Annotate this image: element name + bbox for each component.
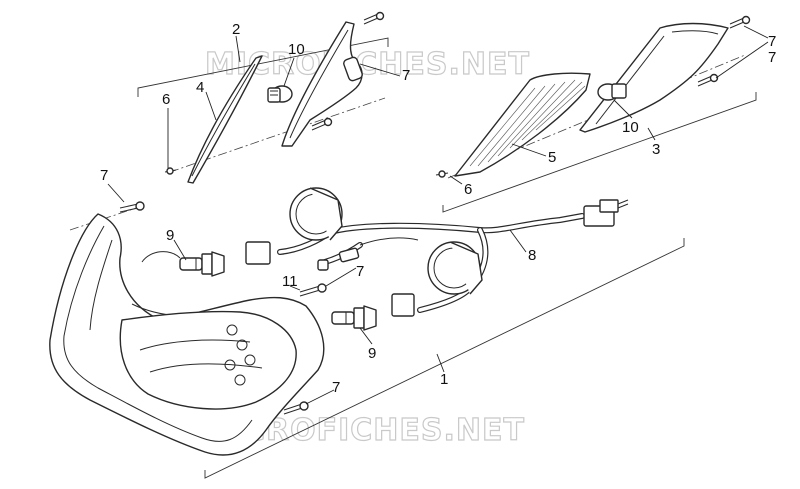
bracket-group-1 bbox=[204, 238, 685, 479]
bulb-9-right bbox=[331, 305, 377, 331]
callout-7-top-right: 7 bbox=[768, 33, 776, 50]
screw-top-left bbox=[363, 11, 385, 25]
axis-headlight bbox=[69, 204, 146, 231]
bracket-group-3 bbox=[442, 92, 757, 213]
screw-headlight-mid bbox=[299, 283, 327, 297]
callout-7-headlight-mid: 7 bbox=[356, 263, 364, 280]
right-signal-housing bbox=[579, 22, 729, 133]
callout-6-left: 6 bbox=[162, 91, 170, 108]
callout-6-right: 6 bbox=[464, 181, 472, 198]
callout-9-right: 9 bbox=[368, 345, 376, 362]
screw-6-left bbox=[164, 167, 177, 175]
callout-7-headlight-left: 7 bbox=[100, 167, 108, 184]
screw-right-mid bbox=[697, 73, 719, 87]
callout-7-headlight-bottom: 7 bbox=[332, 379, 340, 396]
callout-9-left: 9 bbox=[166, 227, 174, 244]
callout-7-top-left: 7 bbox=[402, 67, 410, 84]
wiring-harness bbox=[245, 199, 629, 317]
screw-6-right bbox=[435, 170, 449, 178]
callout-4: 4 bbox=[196, 79, 204, 96]
watermark-top: MICROFICHES.NET bbox=[205, 47, 530, 82]
screw-headlight-top bbox=[119, 201, 145, 213]
callout-10-left: 10 bbox=[288, 41, 305, 58]
right-signal-lens bbox=[454, 72, 591, 177]
left-signal-housing bbox=[281, 21, 363, 147]
leader-lines bbox=[107, 25, 769, 405]
callout-7-top-screw: 7 bbox=[768, 49, 776, 66]
callout-labels: 1 2 3 4 5 6 6 7 7 7 7 7 7 8 9 9 10 10 11 bbox=[100, 21, 776, 396]
callout-8: 8 bbox=[528, 247, 536, 264]
bulb-10-left bbox=[267, 85, 293, 103]
bulb-10-right bbox=[597, 83, 627, 101]
screw-top-right bbox=[729, 15, 751, 29]
dust-cover-lower bbox=[427, 241, 483, 295]
headlight-housing bbox=[49, 213, 325, 456]
callout-3: 3 bbox=[652, 141, 660, 158]
callout-2: 2 bbox=[232, 21, 240, 38]
callout-11: 11 bbox=[282, 273, 298, 290]
bulb-9-left bbox=[179, 251, 225, 277]
callout-10-right: 10 bbox=[622, 119, 639, 136]
dust-cover-upper bbox=[289, 187, 343, 241]
callout-5: 5 bbox=[548, 149, 556, 166]
bracket-group-2 bbox=[137, 35, 389, 97]
callout-1: 1 bbox=[440, 371, 448, 388]
left-signal-lens bbox=[187, 55, 263, 184]
screw-left-lower bbox=[311, 117, 333, 131]
